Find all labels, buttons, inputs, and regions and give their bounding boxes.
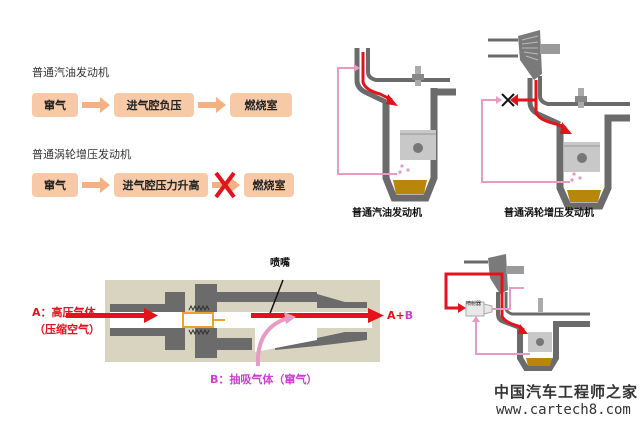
watermark-cn: 中国汽车工程师之家 <box>494 383 639 401</box>
flow-arrow-icon <box>198 97 226 113</box>
flow-arrow-icon <box>82 97 110 113</box>
suction-flow-arrow <box>255 312 296 367</box>
ejector-label: 喷射器 <box>466 301 482 307</box>
high-pressure-flow-arrow <box>66 308 384 323</box>
input-b-label: B：抽吸气体（窜气） <box>210 373 318 386</box>
flow-arrow-icon <box>82 177 110 193</box>
flow-step-blowby: 窜气 <box>32 93 78 117</box>
oil-sump <box>567 190 601 202</box>
output-a: A <box>387 309 396 322</box>
output-b: B <box>404 309 414 322</box>
normal-engine-title: 普通汽油发动机 <box>32 66 109 79</box>
ejector-engine-diagram <box>444 254 590 371</box>
output-plus: + <box>395 309 405 322</box>
spark-plug-icon <box>538 298 543 312</box>
flow-step-intake-negative: 进气腔负压 <box>114 93 194 117</box>
blocked-x-icon <box>214 171 236 199</box>
normal-engine-diagram <box>337 48 456 202</box>
flow-step-blowby: 窜气 <box>32 173 78 197</box>
oil-sump <box>526 358 552 366</box>
flow-step-combustion: 燃烧室 <box>230 93 292 117</box>
input-a-sub-label: （压缩空气） <box>34 323 100 336</box>
normal-engine-caption: 普通汽油发动机 <box>352 208 422 219</box>
watermark-url: www.cartech8.com <box>496 402 631 418</box>
turbo-engine-title: 普通涡轮增压发动机 <box>32 148 131 161</box>
flow-step-intake-pressure-rise: 进气腔压力升高 <box>114 173 208 197</box>
flow-step-combustion: 燃烧室 <box>244 173 294 197</box>
turbo-engine-diagram <box>481 30 630 210</box>
input-a-label: A：高压气体 <box>32 306 96 319</box>
oil-sump <box>393 180 427 194</box>
turbo-engine-caption: 普通涡轮增压发动机 <box>504 208 594 219</box>
output-label: A+B <box>387 309 413 322</box>
nozzle-label: 喷嘴 <box>270 258 290 269</box>
